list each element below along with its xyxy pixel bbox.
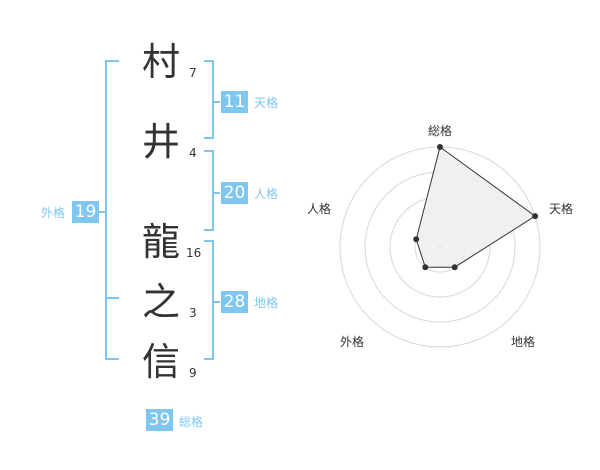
radar-point-5 [413,236,420,243]
chi-value-badge: 28 [221,291,248,313]
ten-label: 天格 [254,96,279,110]
radar-axis-label-sou: 総格 [428,124,453,138]
radar-axis-label-gai: 外格 [340,335,365,349]
ten-bracket [204,60,214,139]
jin-label: 人格 [254,187,279,201]
chi-bracket [204,240,214,360]
stroke-count-5: 9 [189,366,197,380]
radar-axis-label-ten: 天格 [549,202,574,216]
name-char-5: 信 [142,340,181,384]
stroke-count-3: 16 [186,246,202,260]
jin-value-badge: 20 [221,182,248,204]
radar-point-4 [422,264,429,271]
chi-label: 地格 [254,296,279,310]
gai-bracket [105,60,119,360]
sou-label: 総格 [179,415,204,429]
radar-point-1 [437,144,443,150]
name-char-4: 之 [142,280,181,324]
name-char-2: 井 [142,120,181,164]
name-char-1: 村 [142,40,181,84]
jin-bracket [204,150,214,231]
stroke-count-2: 4 [189,146,197,160]
radar-point-3 [451,264,458,271]
gai-label: 外格 [41,206,66,220]
ten-value-badge: 11 [221,91,248,113]
radar-value-polygon [415,146,536,268]
stroke-count-4: 3 [189,306,197,320]
name-char-3: 龍 [142,220,181,264]
stroke-count-1: 7 [189,66,197,80]
radar-axis-label-chi: 地格 [511,335,536,349]
radar-point-2 [532,213,539,220]
gai-value-badge: 19 [72,201,99,223]
sou-value-badge: 39 [146,409,173,431]
radar-axis-label-jin: 人格 [307,202,332,216]
